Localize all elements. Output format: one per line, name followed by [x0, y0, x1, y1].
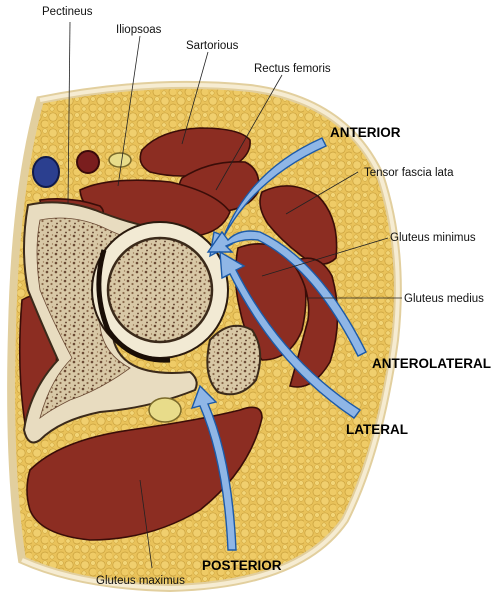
greater-trochanter [206, 324, 262, 396]
gluteus-minimus-leader [261, 237, 389, 277]
femoral-vein [32, 156, 60, 188]
gluteus-maximus-leader [139, 479, 153, 569]
sartorious-leader [181, 51, 209, 145]
posterior-approach-label: POSTERIOR [202, 558, 282, 573]
femoral-head [106, 236, 214, 344]
gluteus-maximus-label: Gluteus maximus [96, 575, 185, 587]
iliopsoas-leader [117, 35, 141, 187]
iliopsoas-label: Iliopsoas [116, 24, 162, 36]
tensor-fascia-lata-leader [285, 171, 359, 215]
gluteus-maximus-muscle [26, 406, 263, 541]
pectineus-leader [67, 21, 71, 205]
lateral-approach-arrow [219, 250, 362, 419]
lateral-approach-label: LATERAL [346, 422, 408, 437]
femoral-nerve [108, 152, 132, 168]
rectus-femoris-leader [215, 74, 283, 191]
tensor-fascia-lata-label: Tensor fascia lata [364, 167, 454, 179]
posterior-approach-arrow [190, 384, 237, 551]
joint-space [96, 249, 171, 363]
sciatic-nerve [148, 397, 182, 423]
anterior-approach-label: ANTERIOR [330, 125, 401, 140]
pectineus-label: Pectineus [42, 6, 93, 18]
sartorious-label: Sartorious [186, 40, 239, 52]
anterolateral-approach-label: ANTEROLATERAL [372, 356, 491, 371]
gluteus-minimus-label: Gluteus minimus [390, 232, 476, 244]
gluteus-medius-label: Gluteus medius [404, 293, 484, 305]
rectus-femoris-label: Rectus femoris [254, 63, 331, 75]
skin-edge [21, 82, 400, 591]
femoral-artery [76, 150, 100, 174]
tensor-fascia-lata-muscle [259, 185, 338, 266]
